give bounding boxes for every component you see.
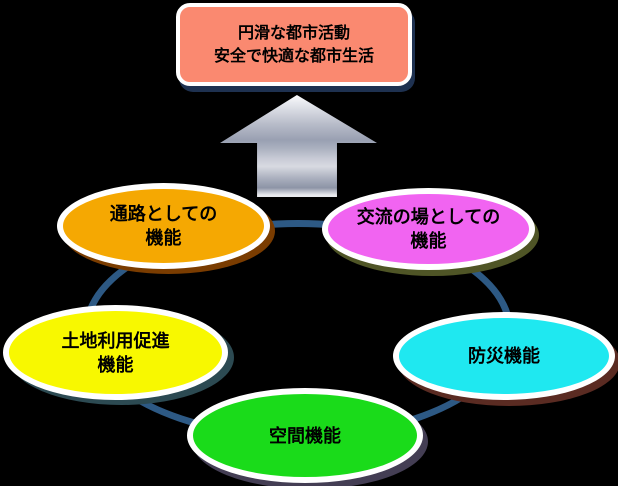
ellipse-space-line-1: 空間機能 (269, 425, 341, 446)
ellipse-exchange-line-1: 交流の場としての (356, 207, 501, 227)
ellipse-land-use-line-1: 土地利用促進 (61, 330, 170, 351)
ellipse-land-use-line-2: 機能 (97, 354, 134, 375)
ellipse-disaster-prevention-line-1: 防災機能 (468, 346, 540, 366)
ellipse-passage-function: 通路としての 機能 (57, 183, 270, 269)
up-arrow-icon (220, 95, 377, 197)
ellipse-space-function: 空間機能 (187, 388, 423, 483)
ellipse-exchange-line-2: 機能 (410, 231, 447, 251)
ellipse-passage-line-1: 通路としての (109, 204, 218, 224)
goal-box: 円滑な都市活動 安全で快適な都市生活 (176, 3, 412, 86)
goal-box-line-2: 安全で快適な都市生活 (213, 47, 374, 65)
goal-box-line-1: 円滑な都市活動 (237, 24, 350, 42)
ellipse-exchange-function: 交流の場としての 機能 (322, 188, 535, 270)
ellipse-passage-line-2: 機能 (145, 228, 182, 248)
ellipse-land-use-function: 土地利用促進 機能 (3, 305, 228, 400)
ellipse-disaster-prevention-function: 防災機能 (393, 312, 615, 400)
